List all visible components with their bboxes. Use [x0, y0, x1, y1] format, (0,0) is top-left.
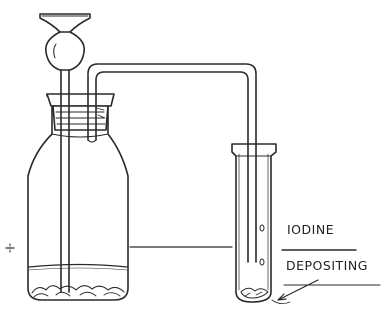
label-depositing: DEPOSITING: [286, 258, 368, 273]
label-leaders: [130, 247, 380, 304]
stopper: [47, 94, 114, 130]
test-tube: [232, 144, 276, 302]
label-iodine: IODINE: [287, 222, 334, 237]
thistle-funnel: [40, 14, 90, 78]
